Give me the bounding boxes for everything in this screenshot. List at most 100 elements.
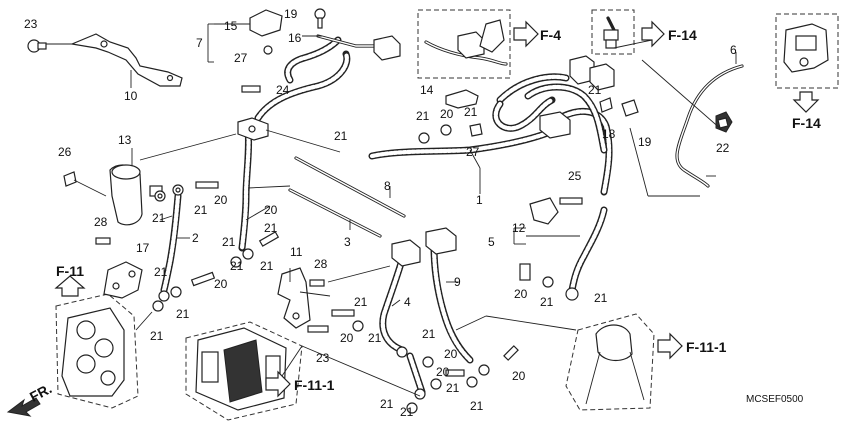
callout-20-d: 20 <box>214 277 228 291</box>
ref-arrow-f14-top <box>641 20 665 48</box>
callout-9: 9 <box>454 275 461 289</box>
bolt-24 <box>241 85 261 93</box>
callout-4: 4 <box>404 295 411 309</box>
caliper-left <box>61 307 125 397</box>
bolt-20-center <box>440 124 452 136</box>
callout-23-top: 23 <box>24 17 38 31</box>
detail-box-f14-right <box>775 13 839 89</box>
callout-21-s: 21 <box>446 381 460 395</box>
callout-27-center: 27 <box>466 145 480 159</box>
joint-block-f4 <box>457 19 505 59</box>
callout-15: 15 <box>224 19 238 33</box>
callout-19-top: 19 <box>284 7 298 21</box>
ref-arrow-f14-right <box>792 91 820 113</box>
callout-16: 16 <box>288 31 302 45</box>
callout-12: 12 <box>512 221 526 235</box>
callout-21-j: 21 <box>260 259 274 273</box>
bolt-20-caliper <box>158 271 216 302</box>
callout-19-right: 19 <box>638 135 652 149</box>
bolt-20-mid-left <box>258 231 280 247</box>
detail-box-f14-top <box>591 9 635 55</box>
callout-21-d: 21 <box>588 83 602 97</box>
callout-3: 3 <box>344 235 351 249</box>
ref-arrow-f4 <box>513 20 539 48</box>
callout-2: 2 <box>192 231 199 245</box>
callout-23-bottom: 23 <box>316 351 330 365</box>
ref-label-f11-1-bottom: F-11-1 <box>294 377 335 393</box>
callout-20-h: 20 <box>512 369 526 383</box>
callout-20-g: 20 <box>444 347 458 361</box>
bolt-23-bottom <box>307 325 329 333</box>
callout-21-k: 21 <box>154 265 168 279</box>
bolt-28-left <box>95 237 111 245</box>
caliper-bottom <box>195 327 287 411</box>
callout-20-i: 20 <box>436 365 450 379</box>
detail-box-caliper-bottom <box>185 321 303 421</box>
washer-lower-left <box>152 300 164 312</box>
callout-28-center: 28 <box>314 257 328 271</box>
ref-arrow-f11-left <box>54 275 86 297</box>
bolt-25 <box>559 197 583 205</box>
callout-21-l: 21 <box>176 307 190 321</box>
callout-5: 5 <box>488 235 495 249</box>
callout-20-a: 20 <box>440 107 454 121</box>
joint-block-mid-right <box>539 111 571 139</box>
callout-21-t: 21 <box>470 399 484 413</box>
bracket-15 <box>249 9 283 37</box>
callout-27-top: 27 <box>234 51 248 65</box>
master-cylinder-f14 <box>783 23 829 73</box>
callout-6: 6 <box>730 43 737 57</box>
callout-21-r: 21 <box>422 327 436 341</box>
joint-block-top-right <box>569 55 615 91</box>
callout-20-c: 20 <box>264 203 278 217</box>
bolt-20-left <box>195 181 219 189</box>
callout-24: 24 <box>276 83 290 97</box>
washers-lower-center <box>396 346 442 414</box>
ref-arrow-f11-1-bottom <box>265 370 291 398</box>
callout-28-left: 28 <box>94 215 108 229</box>
callout-7: 7 <box>196 36 203 50</box>
joint-block-lower-center <box>391 227 457 267</box>
callout-21-g: 21 <box>264 221 278 235</box>
detail-box-caliper-left <box>55 293 139 409</box>
callout-21-f: 21 <box>194 203 208 217</box>
callout-21-b: 21 <box>416 109 430 123</box>
callout-21-e: 21 <box>152 211 166 225</box>
callout-21-o: 21 <box>368 331 382 345</box>
ref-label-f11-left: F-11 <box>56 263 84 279</box>
callout-21-h: 21 <box>222 235 236 249</box>
washer-mid-left <box>230 248 254 268</box>
callout-11: 11 <box>290 245 303 259</box>
callout-21-a: 21 <box>334 129 348 143</box>
bolt-19-top <box>314 8 326 29</box>
callout-8: 8 <box>384 179 391 193</box>
callout-20-b: 20 <box>214 193 228 207</box>
callout-10: 10 <box>124 89 138 103</box>
bracket-11 <box>277 267 311 329</box>
bolt-27-top <box>263 45 273 55</box>
valve-f14-top <box>603 29 619 49</box>
clip-22 <box>715 111 733 133</box>
callout-21-n: 21 <box>354 295 368 309</box>
callout-21-u: 21 <box>380 397 394 411</box>
callout-17: 17 <box>136 241 150 255</box>
bolt-23-top <box>27 39 47 53</box>
joint-block-top-center <box>373 35 401 61</box>
handlebar-switch-f11-1 <box>585 324 645 405</box>
callout-25: 25 <box>568 169 582 183</box>
ref-label-f4: F-4 <box>540 27 561 43</box>
bracket-14 <box>445 89 479 109</box>
joint-13 <box>109 164 163 226</box>
detail-box-f11-1-right <box>565 313 655 411</box>
bolt-27-center <box>469 123 483 137</box>
bolt-20-lower-right <box>445 345 519 388</box>
callout-20-f: 20 <box>514 287 528 301</box>
callout-21-i: 21 <box>230 259 244 273</box>
joint-block-upper-left <box>237 117 269 141</box>
ref-arrow-f11-1-right <box>657 332 683 360</box>
callout-22: 22 <box>716 141 730 155</box>
callout-20-e: 20 <box>340 331 354 345</box>
direction-arrow-fr <box>6 397 41 417</box>
bolt-26 <box>63 171 107 197</box>
callout-21-m: 21 <box>150 329 164 343</box>
